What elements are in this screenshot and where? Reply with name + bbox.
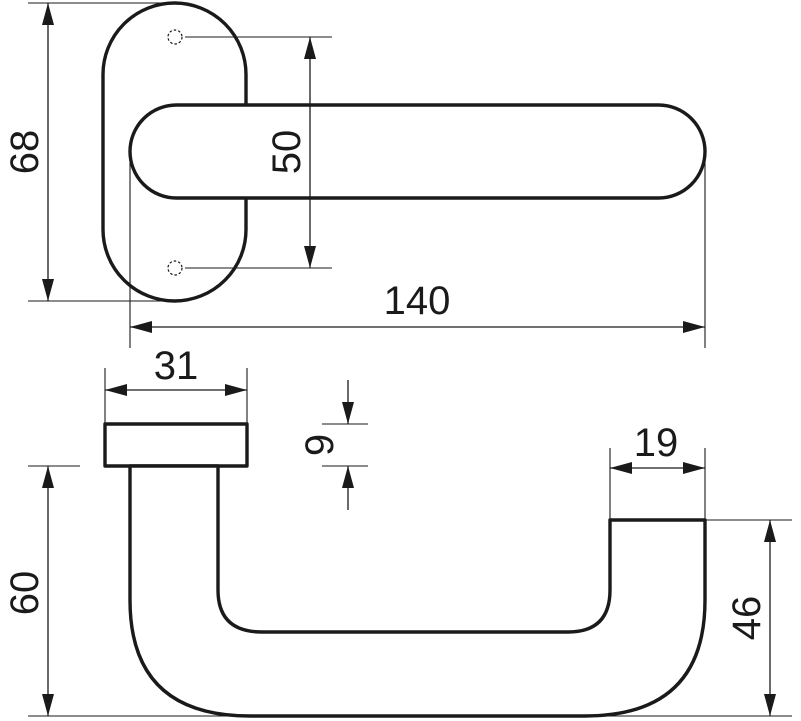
top-view: 68 50 140 (3, 1, 707, 348)
rose-side-profile (103, 422, 249, 468)
dimension-68: 68 (3, 2, 175, 302)
dimension-label-60: 60 (3, 571, 47, 616)
lever-side-profile (128, 464, 707, 718)
dimension-label-31: 31 (154, 344, 199, 388)
dimension-9: 9 (298, 380, 368, 510)
side-view: 31 9 19 60 (3, 344, 792, 718)
dimension-46: 46 (590, 519, 792, 717)
lever-arm (128, 103, 707, 200)
screw-hole-top-icon (167, 29, 183, 45)
dimension-50: 50 (185, 36, 332, 269)
screw-hole-bottom-icon (167, 260, 183, 276)
dimension-label-46: 46 (725, 596, 769, 641)
dimension-label-19: 19 (634, 421, 679, 465)
dimension-60: 60 (3, 465, 250, 717)
dimension-31: 31 (104, 344, 248, 424)
dimension-140: 140 (129, 150, 706, 348)
dimension-19: 19 (609, 421, 706, 520)
dimension-label-68: 68 (3, 130, 47, 175)
dimension-label-50: 50 (265, 130, 309, 175)
dimension-label-9: 9 (298, 434, 342, 456)
dimension-label-140: 140 (384, 279, 451, 323)
